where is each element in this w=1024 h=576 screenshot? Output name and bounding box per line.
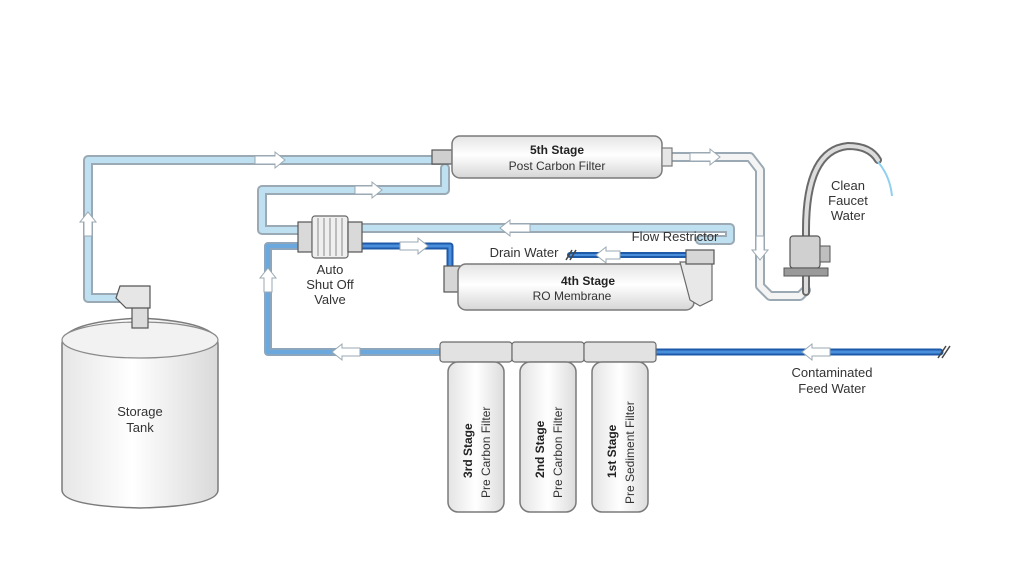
drain-slash-icon [565,249,577,261]
faucet-label-line1: Clean [831,178,865,193]
stage3-filter: 3rd Stage Pre Carbon Filter [439,341,513,513]
stage2-title: 2nd Stage [533,420,547,478]
flow-restrictor-label: Flow Restrictor [632,229,719,244]
stage1-title: 1st Stage [605,424,619,478]
valve-label-line3: Valve [314,292,346,307]
stage5-subtitle: Post Carbon Filter [509,159,606,173]
feed-water-label-line2: Feed Water [798,381,866,396]
stage3-subtitle: Pre Carbon Filter [479,407,493,498]
drain-water-label: Drain Water [490,245,560,260]
stage4-ro-membrane: 4th Stage RO Membrane [443,249,715,311]
stage5-title: 5th Stage [530,143,584,157]
storage-tank: Storage Tank [61,285,219,509]
faucet-label-line2: Faucet [828,193,868,208]
stage3-title: 3rd Stage [461,423,475,478]
stage1-subtitle: Pre Sediment Filter [623,401,637,504]
auto-shut-off-valve: Auto Shut Off Valve [297,215,363,307]
stage2-filter: 2nd Stage Pre Carbon Filter [511,341,585,513]
tank-label-line2: Tank [126,420,154,435]
faucet: Clean Faucet Water [783,141,893,296]
stage4-title: 4th Stage [561,274,615,288]
stage2-subtitle: Pre Carbon Filter [551,407,565,498]
tank-label-line1: Storage [117,404,163,419]
valve-label-line2: Shut Off [306,277,354,292]
stage5-filter: 5th Stage Post Carbon Filter [431,135,673,179]
flow-arrows [78,147,831,362]
stage4-subtitle: RO Membrane [533,289,612,303]
feed-water-label-line1: Contaminated [792,365,873,380]
feed-slash-icon [937,345,951,359]
valve-label-line1: Auto [317,262,344,277]
stage1-filter: 1st Stage Pre Sediment Filter [583,341,657,513]
faucet-label-line3: Water [831,208,866,223]
